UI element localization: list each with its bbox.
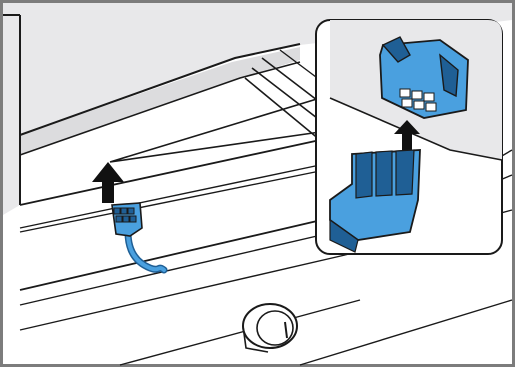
front-panel-line	[19, 254, 346, 331]
connector-socket-icon	[379, 36, 469, 119]
connector-cable-highlight	[126, 230, 166, 272]
arrow-up-icon	[92, 162, 124, 203]
panel-shadow-band	[20, 47, 300, 155]
front-panel-line	[19, 170, 321, 233]
rail-inner	[279, 49, 321, 81]
front-panel-line	[19, 232, 331, 306]
front-panel-line	[19, 217, 331, 291]
control-knob-icon	[242, 303, 298, 353]
appliance-underside-panel	[3, 3, 512, 215]
front-panel-line	[119, 299, 361, 366]
front-panel-line	[19, 164, 321, 229]
front-panel-line	[299, 299, 513, 366]
callout-pointer	[109, 94, 331, 163]
arrow-up-icon	[394, 120, 420, 155]
detail-inset	[315, 19, 503, 255]
panel-front-edge	[19, 43, 301, 136]
connector-plug-icon	[329, 149, 421, 253]
panel-front-edge-lower	[19, 61, 301, 156]
front-panel-line	[19, 139, 321, 206]
connector-plug-icon	[111, 202, 143, 237]
